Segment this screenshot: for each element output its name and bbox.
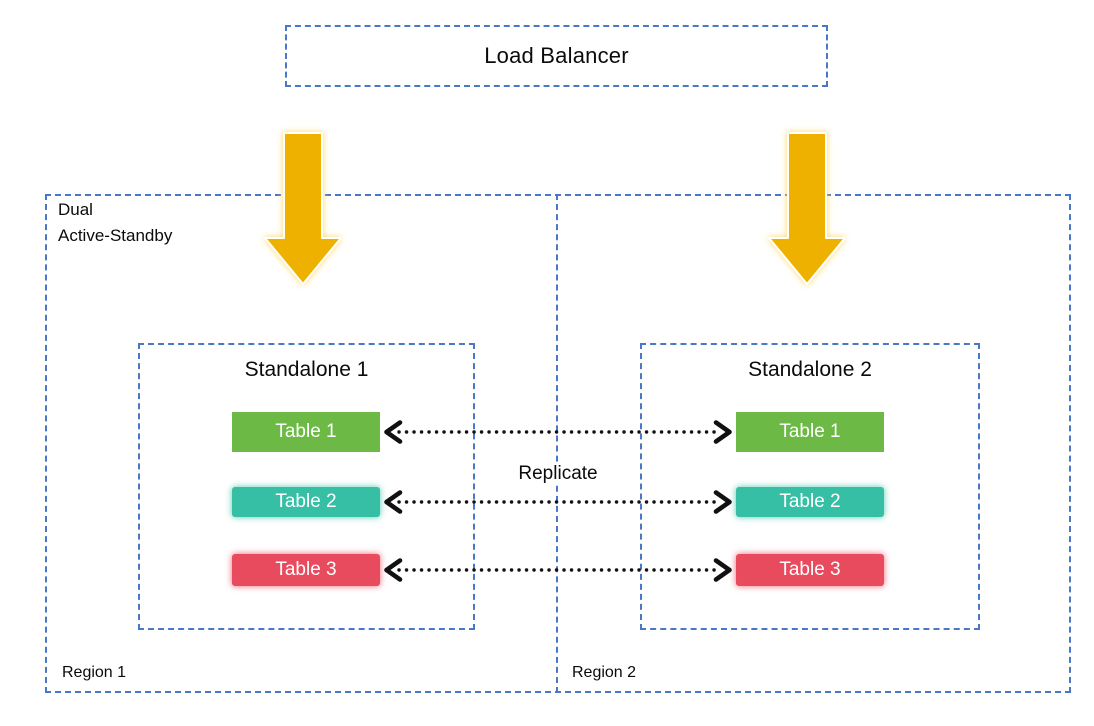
replicate-label: Replicate	[498, 463, 618, 485]
standalone-1-table-3-chip: Table 3	[232, 554, 380, 586]
dual-active-standby-box	[45, 194, 1071, 693]
standalone-2-table-3-chip: Table 3	[736, 554, 884, 586]
standalone-2-table-2-chip: Table 2	[736, 487, 884, 517]
region-2-label: Region 2	[572, 664, 637, 681]
standalone-2-table-1-chip: Table 1	[736, 412, 884, 452]
cluster-label-line2: Active-Standby	[58, 226, 173, 245]
load-balancer-label: Load Balancer	[484, 43, 629, 68]
region-1-label: Region 1	[62, 664, 127, 681]
cluster-label-line1: Dual	[58, 200, 93, 219]
standalone-1-title: Standalone 1	[244, 358, 369, 381]
standalone-1-table-2-chip: Table 2	[232, 487, 380, 517]
standalone-2-box: Standalone 2	[640, 343, 980, 630]
cluster-label: Dual Active-Standby	[58, 197, 172, 249]
load-balancer-box: Load Balancer	[285, 25, 828, 87]
standalone-2-title: Standalone 2	[748, 358, 872, 381]
region-divider-line	[556, 194, 558, 693]
standalone-1-table-1-chip: Table 1	[232, 412, 380, 452]
standalone-1-box: Standalone 1	[138, 343, 475, 630]
